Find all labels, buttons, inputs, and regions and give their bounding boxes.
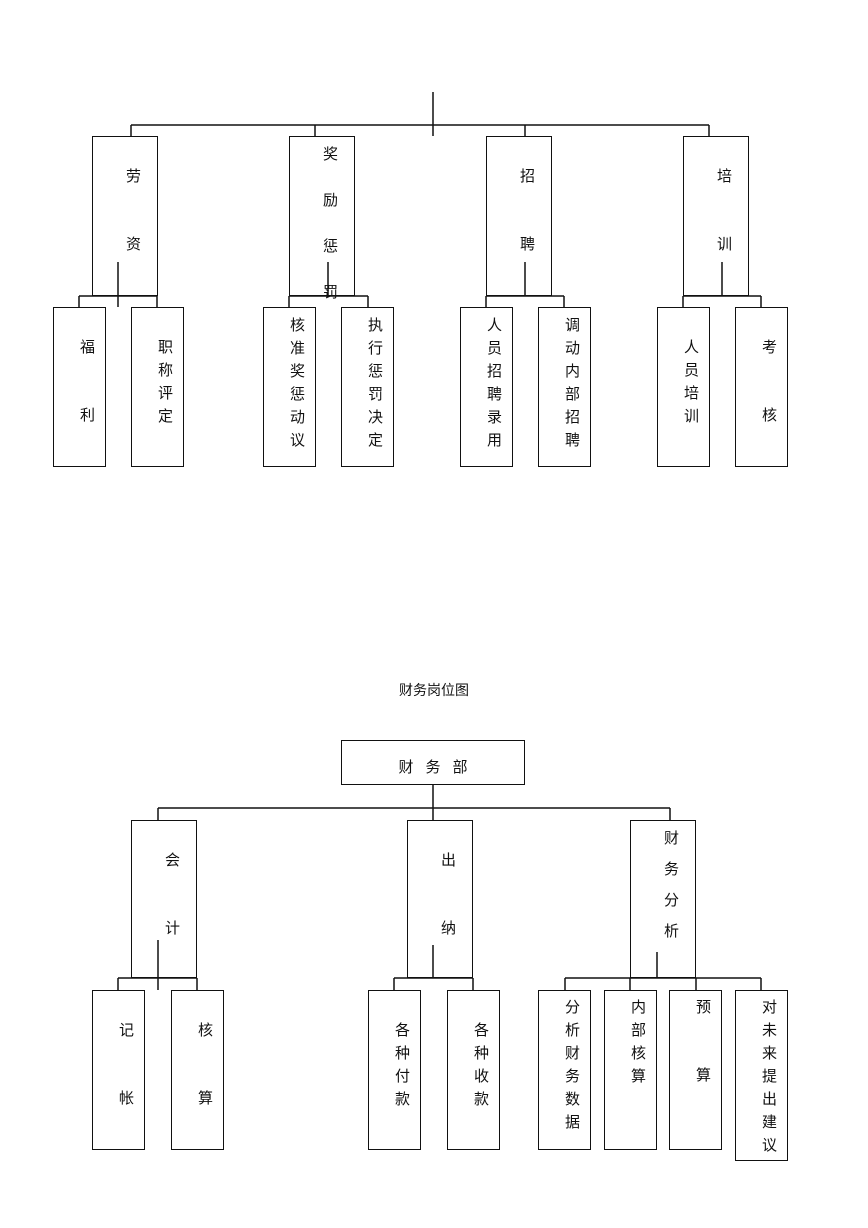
dept-label-accounting: 会计 — [163, 852, 181, 988]
child-label-transfer: 调动内部招聘 — [563, 317, 581, 455]
child-label-costing: 核算 — [196, 1022, 214, 1158]
child-box-receipts — [447, 990, 500, 1150]
child-label-receipts: 各种收款 — [472, 1022, 490, 1114]
child-label-payments: 各种付款 — [393, 1022, 411, 1114]
child-box-welfare — [53, 307, 106, 467]
child-label-welfare: 福利 — [78, 339, 96, 475]
dept-label-training: 培训 — [715, 168, 733, 304]
root-box-finance — [341, 740, 525, 785]
dept-label-analysis: 财务分析 — [662, 830, 680, 954]
dept-box-labor — [92, 136, 158, 296]
child-box-assess — [735, 307, 788, 467]
dept-box-reward — [289, 136, 355, 296]
child-label-bookkeeping: 记帐 — [117, 1022, 135, 1158]
child-box-execute — [341, 307, 394, 467]
child-label-hire: 人员招聘录用 — [485, 317, 503, 455]
child-label-assess: 考核 — [760, 339, 778, 475]
child-box-analyze-data — [538, 990, 591, 1150]
dept-label-labor: 劳资 — [124, 168, 142, 304]
child-box-hire — [460, 307, 513, 467]
child-label-budget: 预算 — [694, 999, 712, 1135]
dept-box-analysis — [630, 820, 696, 978]
child-box-payments — [368, 990, 421, 1150]
root-label-finance: 财务部 — [398, 758, 480, 776]
child-label-suggestions: 对未来提出建议 — [760, 999, 778, 1160]
child-box-budget — [669, 990, 722, 1150]
child-label-analyze-data: 分析财务数据 — [563, 999, 581, 1137]
child-box-bookkeeping — [92, 990, 145, 1150]
child-label-execute: 执行惩罚决定 — [366, 317, 384, 455]
child-box-suggestions — [735, 990, 788, 1161]
dept-label-reward: 奖励惩罚 — [321, 146, 339, 330]
dept-label-cashier: 出纳 — [439, 852, 457, 988]
dept-box-accounting — [131, 820, 197, 978]
child-box-internal-audit — [604, 990, 657, 1150]
child-label-staff-train: 人员培训 — [682, 339, 700, 431]
child-box-title-eval — [131, 307, 184, 467]
child-label-approve: 核准奖惩动议 — [288, 317, 306, 455]
child-box-transfer — [538, 307, 591, 467]
child-label-internal-audit: 内部核算 — [629, 999, 647, 1091]
dept-box-cashier — [407, 820, 473, 978]
finance-chart-title: 财务岗位图 — [399, 683, 469, 699]
child-label-title-eval: 职称评定 — [156, 339, 174, 431]
child-box-staff-train — [657, 307, 710, 467]
child-box-costing — [171, 990, 224, 1150]
child-box-approve — [263, 307, 316, 467]
dept-box-training — [683, 136, 749, 296]
dept-box-recruit — [486, 136, 552, 296]
dept-label-recruit: 招聘 — [518, 168, 536, 304]
